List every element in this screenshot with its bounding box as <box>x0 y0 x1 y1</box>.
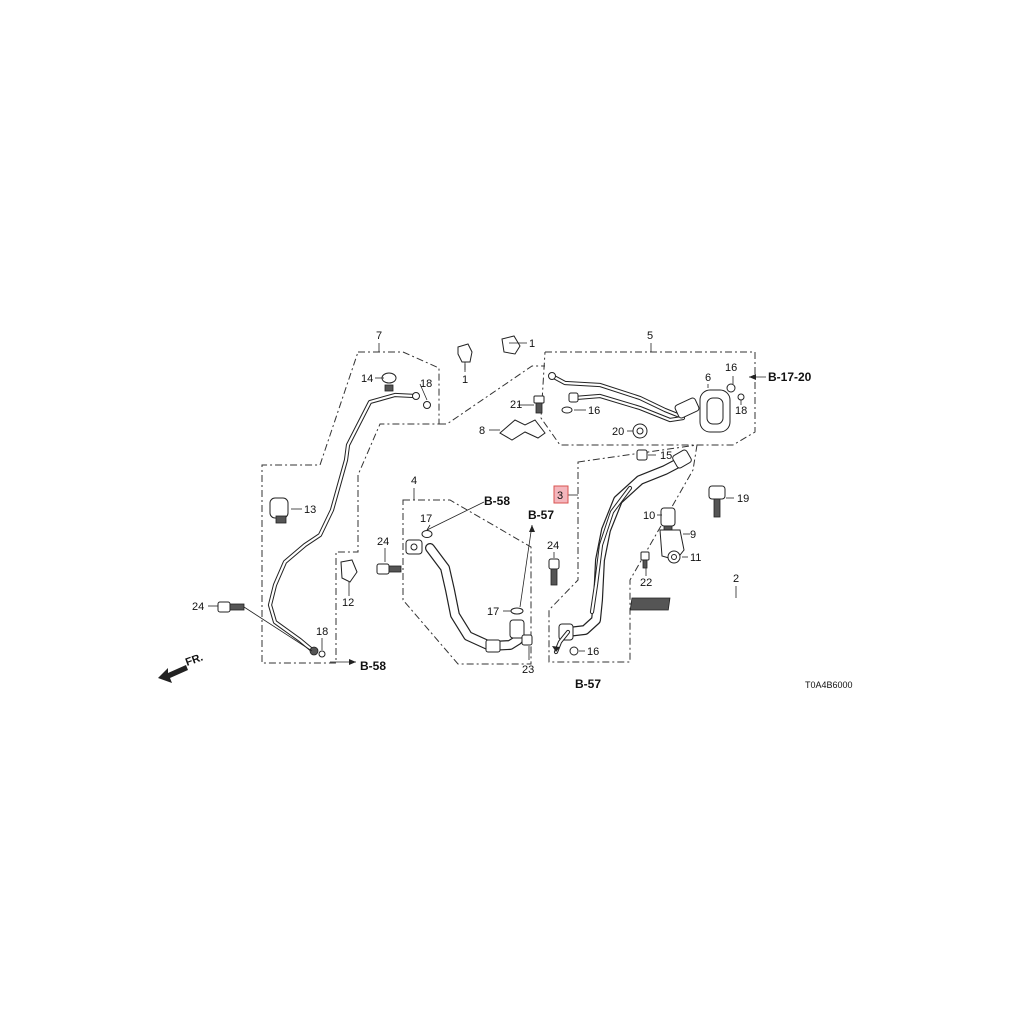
label-2 <box>629 597 671 611</box>
ref-arrow-b57-top <box>529 525 535 532</box>
diagram-code: T0A4B6000 <box>805 680 853 690</box>
callout-22: 22 <box>640 577 652 589</box>
callout-7: 7 <box>376 330 382 342</box>
group-7-boundary <box>261 351 440 664</box>
callout-17a: 17 <box>420 513 432 525</box>
callout-21: 21 <box>510 399 522 411</box>
pipe-5-lower-fitting <box>568 392 579 403</box>
front-label: FR. <box>184 651 205 668</box>
callout-16a: 16 <box>588 405 600 417</box>
ref-b58-top[interactable]: B-58 <box>484 494 510 508</box>
bolt-21 <box>533 395 545 414</box>
group-4-boundary <box>402 499 532 665</box>
washer-16c <box>569 646 579 656</box>
bracket-8 <box>499 419 546 441</box>
callout-16c: 16 <box>587 646 599 658</box>
nut-23 <box>521 634 533 646</box>
front-arrow <box>158 665 188 683</box>
nut-11 <box>667 550 681 564</box>
callout-24a: 24 <box>192 601 204 613</box>
oring-16a <box>561 406 573 414</box>
ref-arrow-b57-bottom <box>552 646 560 652</box>
callout-4: 4 <box>411 475 417 487</box>
ref-b58-bottom[interactable]: B-58 <box>360 659 386 673</box>
callout-8: 8 <box>479 425 485 437</box>
callout-20: 20 <box>612 426 624 438</box>
callout-3: 3 <box>557 490 563 502</box>
callout-9: 9 <box>690 529 696 541</box>
bolt-22 <box>640 551 650 569</box>
bolt-24b <box>376 563 402 575</box>
callout-18b: 18 <box>735 405 747 417</box>
sensor-13 <box>269 497 289 524</box>
callout-16b: 16 <box>725 362 737 374</box>
pipe-7-end-fitting <box>412 392 420 400</box>
cap-15 <box>636 449 648 461</box>
washer-16b <box>726 383 736 393</box>
callout-19: 19 <box>737 493 749 505</box>
oring-17b <box>510 607 524 615</box>
bolt-24c <box>548 558 560 586</box>
washer-18a <box>423 401 431 409</box>
bolt-19 <box>708 485 726 518</box>
pipe-5-flange <box>674 397 700 419</box>
clip-1b <box>501 335 521 355</box>
callout-2: 2 <box>733 573 739 585</box>
callout-24b: 24 <box>377 536 389 548</box>
hose-4-fitting-bottom <box>509 619 525 639</box>
callout-5: 5 <box>647 330 653 342</box>
oring-17a <box>421 530 433 538</box>
group-3-boundary <box>548 444 698 663</box>
callout-17b: 17 <box>487 606 499 618</box>
leader-lines <box>208 342 766 663</box>
bolt-24a <box>217 601 245 613</box>
hose-3-top-fitting <box>672 449 692 469</box>
grommet-6 <box>699 389 731 433</box>
pipe-7 <box>267 392 418 653</box>
callout-15: 15 <box>660 450 672 462</box>
clip-12 <box>340 559 358 583</box>
callout-1b: 1 <box>529 338 535 350</box>
callout-3-highlight <box>553 485 569 504</box>
callout-11: 11 <box>690 552 701 564</box>
ref-b57-bottom[interactable]: B-57 <box>575 677 601 691</box>
washer-18c <box>318 650 326 658</box>
callout-14: 14 <box>361 373 373 385</box>
clip-14 <box>381 372 397 392</box>
callout-24c: 24 <box>547 540 559 552</box>
ref-b17-20[interactable]: B-17-20 <box>768 370 812 384</box>
grommet-20 <box>632 423 648 439</box>
callout-6: 6 <box>705 372 711 384</box>
callout-18c: 18 <box>316 626 328 638</box>
callout-13: 13 <box>304 504 316 516</box>
ref-arrow-b17 <box>749 374 756 380</box>
callout-23: 23 <box>522 664 534 676</box>
ref-b57-top[interactable]: B-57 <box>528 508 554 522</box>
ref-arrow-b58-bottom <box>349 659 356 665</box>
callout-18a: 18 <box>420 378 432 390</box>
pipe-7-bottom-fitting <box>309 646 319 656</box>
callout-1a: 1 <box>462 374 468 386</box>
grommet-10 <box>660 507 676 532</box>
group-5-link <box>439 365 545 425</box>
group-5-boundary <box>540 351 756 446</box>
callout-10: 10 <box>643 510 655 522</box>
washer-18b <box>737 393 745 401</box>
pipe-5-end-fitting <box>548 372 556 380</box>
callout-12: 12 <box>342 597 354 609</box>
hose-4-ferrule <box>485 639 501 653</box>
